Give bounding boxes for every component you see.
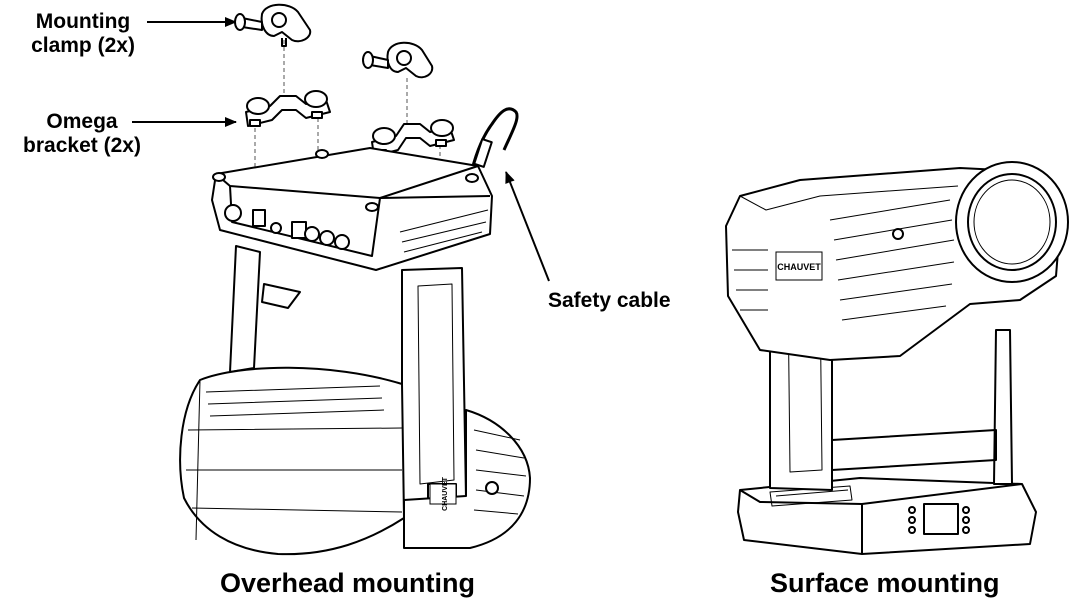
- svg-text:CHAUVET: CHAUVET: [442, 476, 449, 511]
- safety-cable-arrow: [505, 171, 550, 282]
- mounting-clamp-label: Mounting clamp (2x): [24, 10, 142, 58]
- surface-mounting-caption: Surface mounting: [770, 568, 1000, 598]
- mounting-clamp-1: [234, 3, 312, 47]
- overhead-head: [179, 366, 531, 556]
- omega-bracket-label: Omega bracket (2x): [14, 110, 150, 158]
- overhead-mounting-caption: Overhead mounting: [220, 568, 476, 598]
- omega-bracket-label-line1: Omega: [46, 110, 118, 133]
- mounting-clamp-2: [362, 41, 434, 79]
- chauvet-logo-overhead: CHAUVET: [429, 476, 457, 511]
- surface-base: [737, 477, 1037, 555]
- overhead-base: [211, 147, 493, 271]
- mounting-clamp-label-line1: Mounting: [35, 10, 131, 33]
- surface-fixture: [725, 161, 1069, 555]
- mounting-clamp-label-line2: clamp (2x): [31, 34, 135, 57]
- overhead-yoke: [229, 245, 467, 530]
- omega-bracket-label-line2: bracket (2x): [23, 134, 141, 157]
- omega-bracket-1: [245, 90, 331, 127]
- overhead-fixture: [179, 3, 531, 556]
- svg-text:CHAUVET: CHAUVET: [777, 262, 821, 272]
- surface-head: [725, 161, 1069, 361]
- display-screen: [923, 503, 959, 535]
- chauvet-logo-surface: CHAUVET: [775, 251, 823, 281]
- safety-cable-label: Safety cable: [548, 289, 671, 312]
